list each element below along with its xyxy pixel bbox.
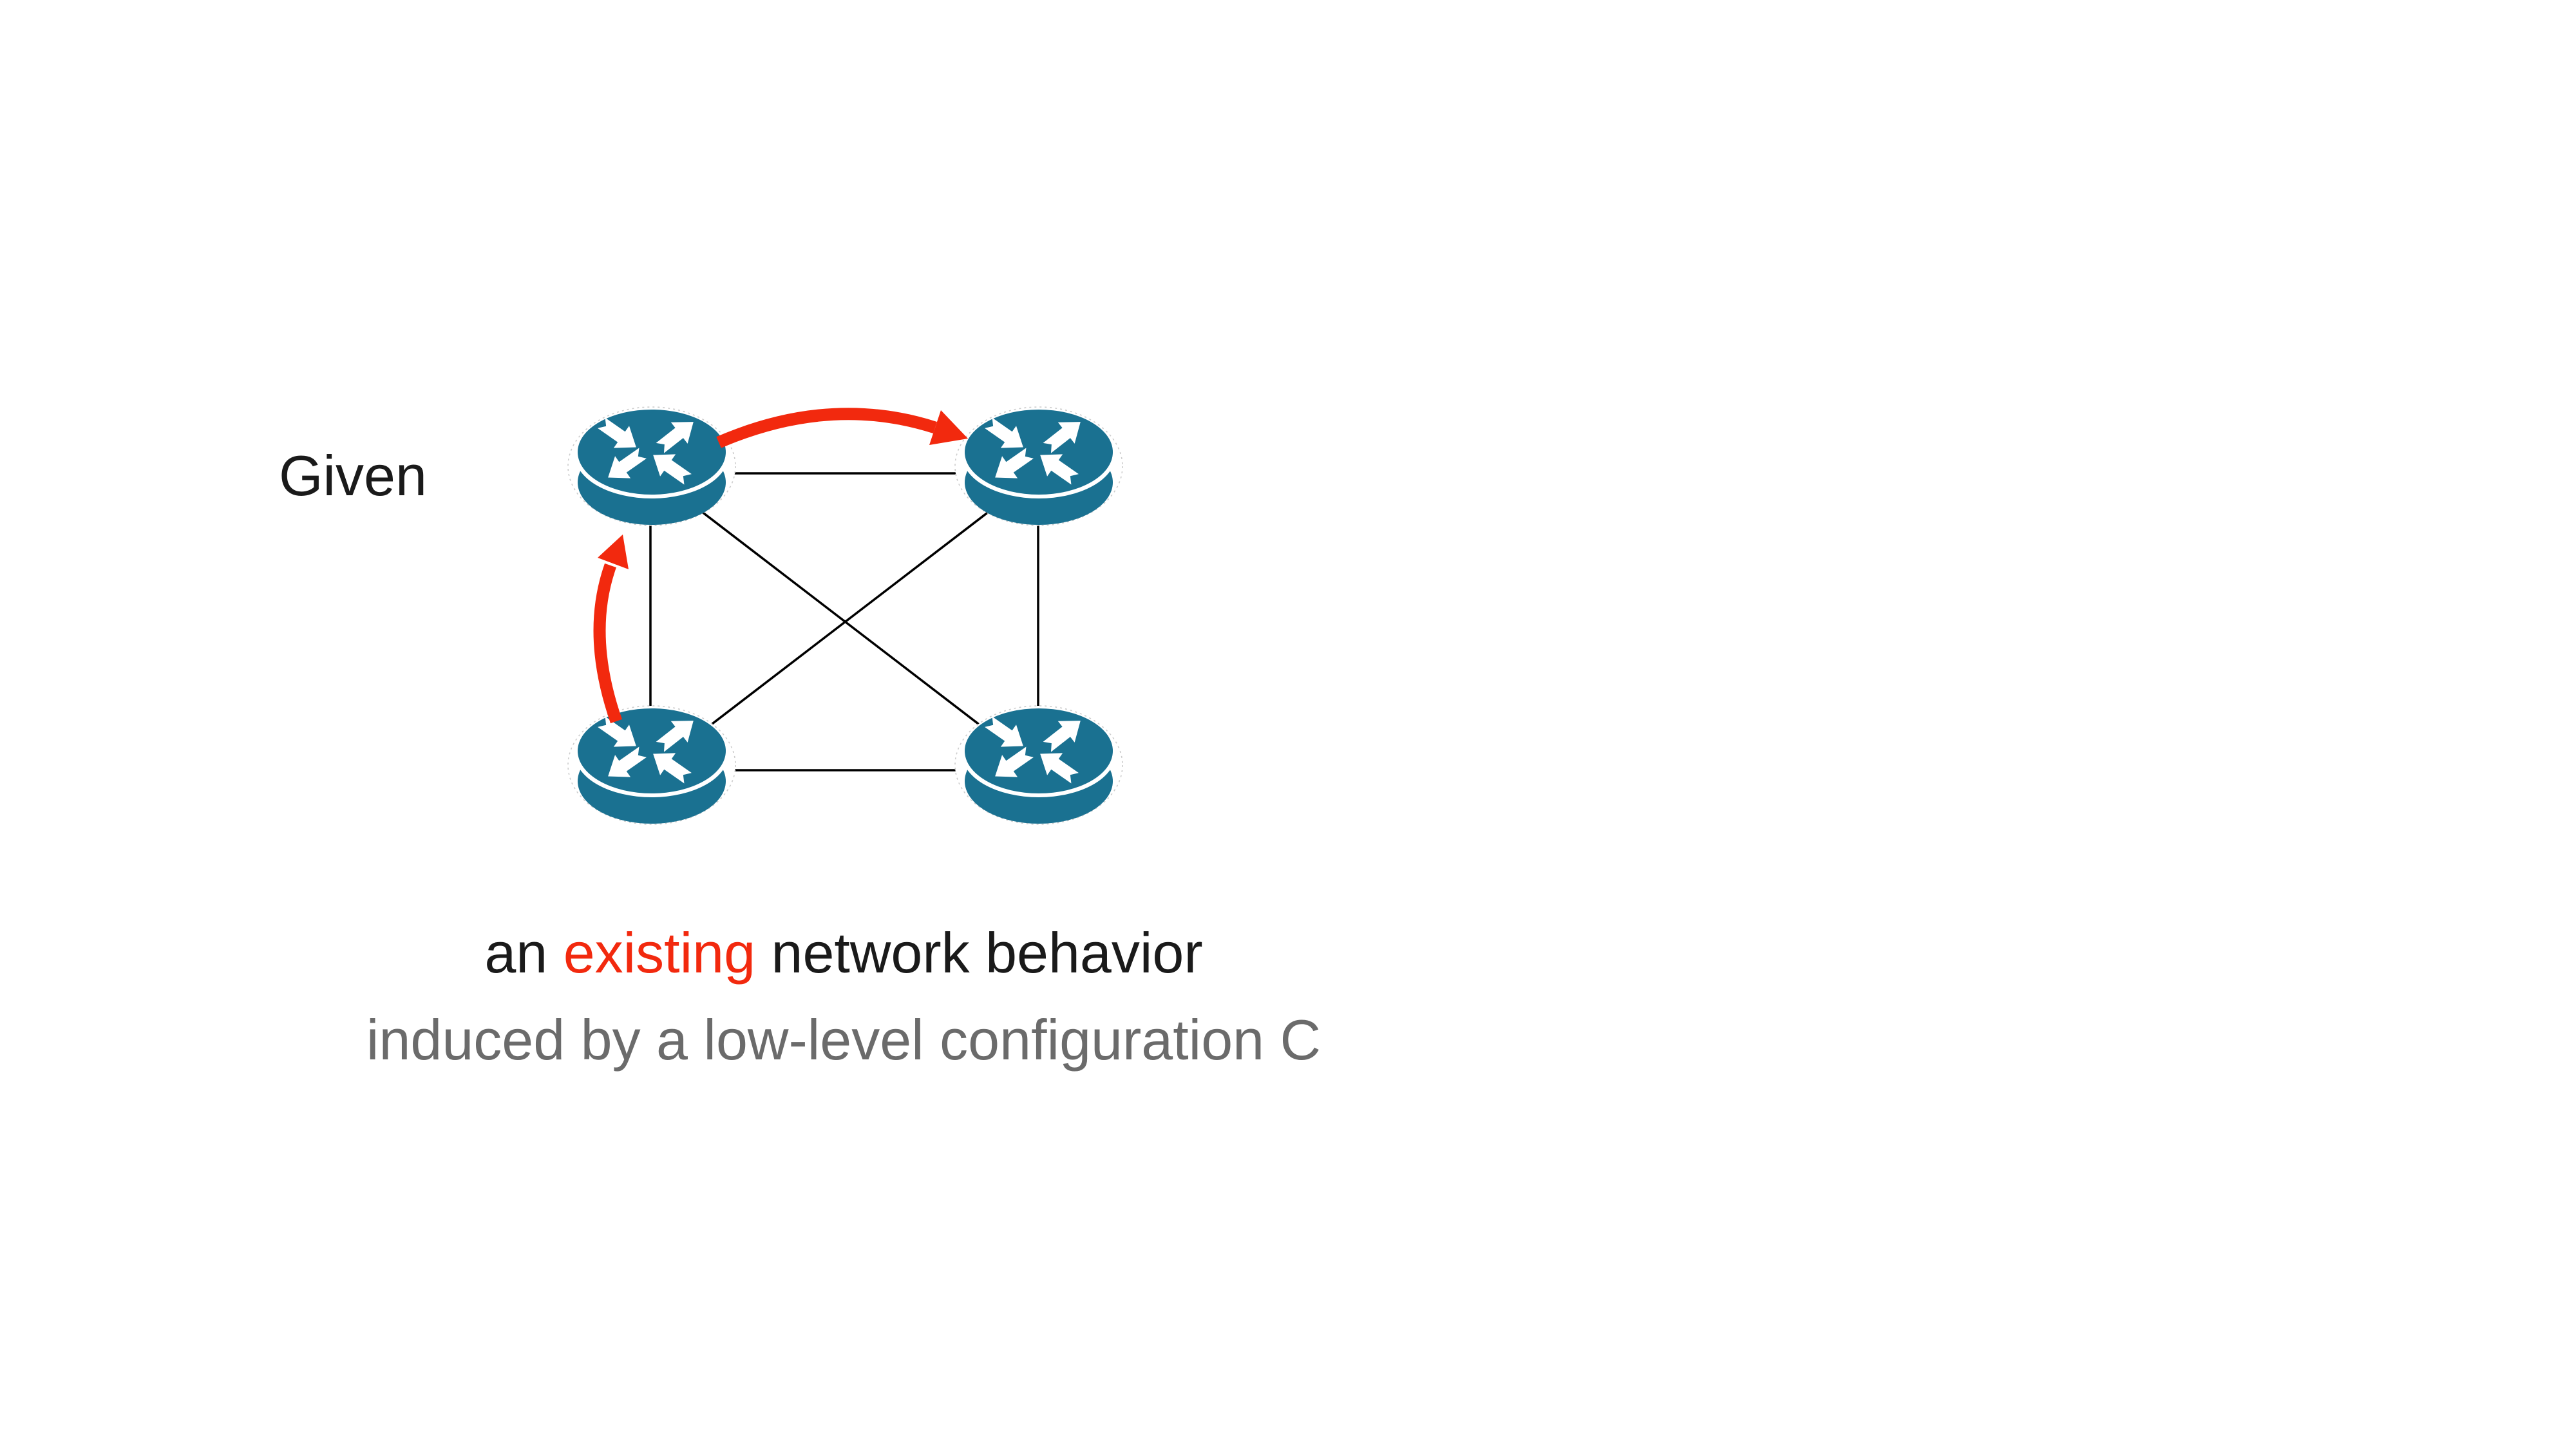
red-arrow-bottomleft-to-topleft: [593, 535, 629, 724]
given-label: Given: [279, 444, 427, 507]
caption-line1: an existing network behavior: [484, 925, 1202, 981]
link-diagonal-bl-tr: [650, 472, 1040, 772]
caption-line1-suffix: network behavior: [755, 921, 1203, 985]
router-icon-bottom-left: [568, 706, 735, 824]
caption-line1-highlight: existing: [563, 921, 756, 985]
router-icon-top-left: [568, 407, 735, 526]
router-icon-bottom-right: [955, 706, 1122, 824]
caption-line1-prefix: an: [484, 921, 564, 985]
caption-line2: induced by a low-level configuration C: [366, 1008, 1321, 1072]
red-arrow-topleft-to-topright: [716, 408, 968, 448]
router-icon-top-right: [955, 407, 1122, 526]
